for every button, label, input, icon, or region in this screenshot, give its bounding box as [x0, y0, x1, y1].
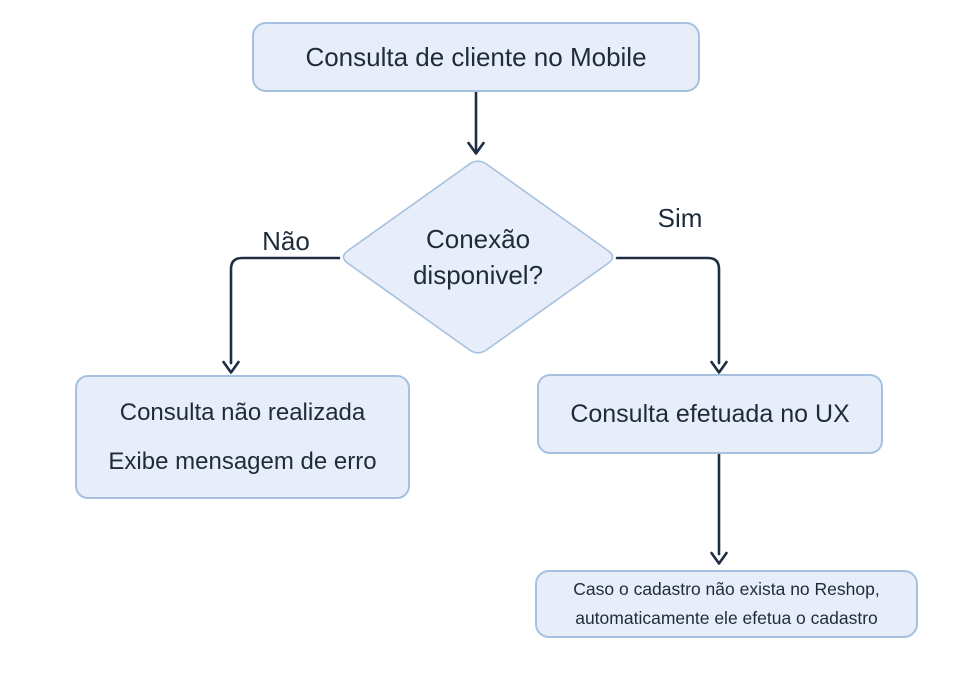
register-line1: Caso o cadastro não exista no Reshop, [573, 579, 880, 599]
decision-diamond-shape [342, 160, 614, 354]
decision-label-line2: disponivel? [412, 260, 544, 290]
yes-result-label: Consulta efetuada no UX [570, 399, 850, 428]
register-line2: automaticamente ele efetua o cadastro [575, 608, 878, 628]
arrow-yes-branch [615, 256, 728, 374]
decision-label-line1: Conexão [425, 224, 531, 254]
register-node: Caso o cadastro não exista no Reshop, au… [535, 570, 918, 638]
start-node: Consulta de cliente no Mobile [252, 22, 700, 92]
arrow-no-branch [222, 256, 341, 374]
arrow-start-to-decision [467, 90, 485, 155]
no-result-line2: Exibe mensagem de erro [108, 447, 377, 475]
arrow-yes-result-to-register [710, 452, 728, 565]
start-node-label: Consulta de cliente no Mobile [305, 41, 647, 72]
decision-node-label: Conexão disponivel? [378, 221, 578, 293]
no-result-line1: Consulta não realizada [119, 398, 366, 426]
no-result-node: Consulta não realizada Exibe mensagem de… [75, 375, 410, 499]
no-branch-label: Não [262, 226, 310, 256]
yes-branch-label: Sim [657, 203, 703, 233]
yes-result-node: Consulta efetuada no UX [537, 374, 883, 454]
